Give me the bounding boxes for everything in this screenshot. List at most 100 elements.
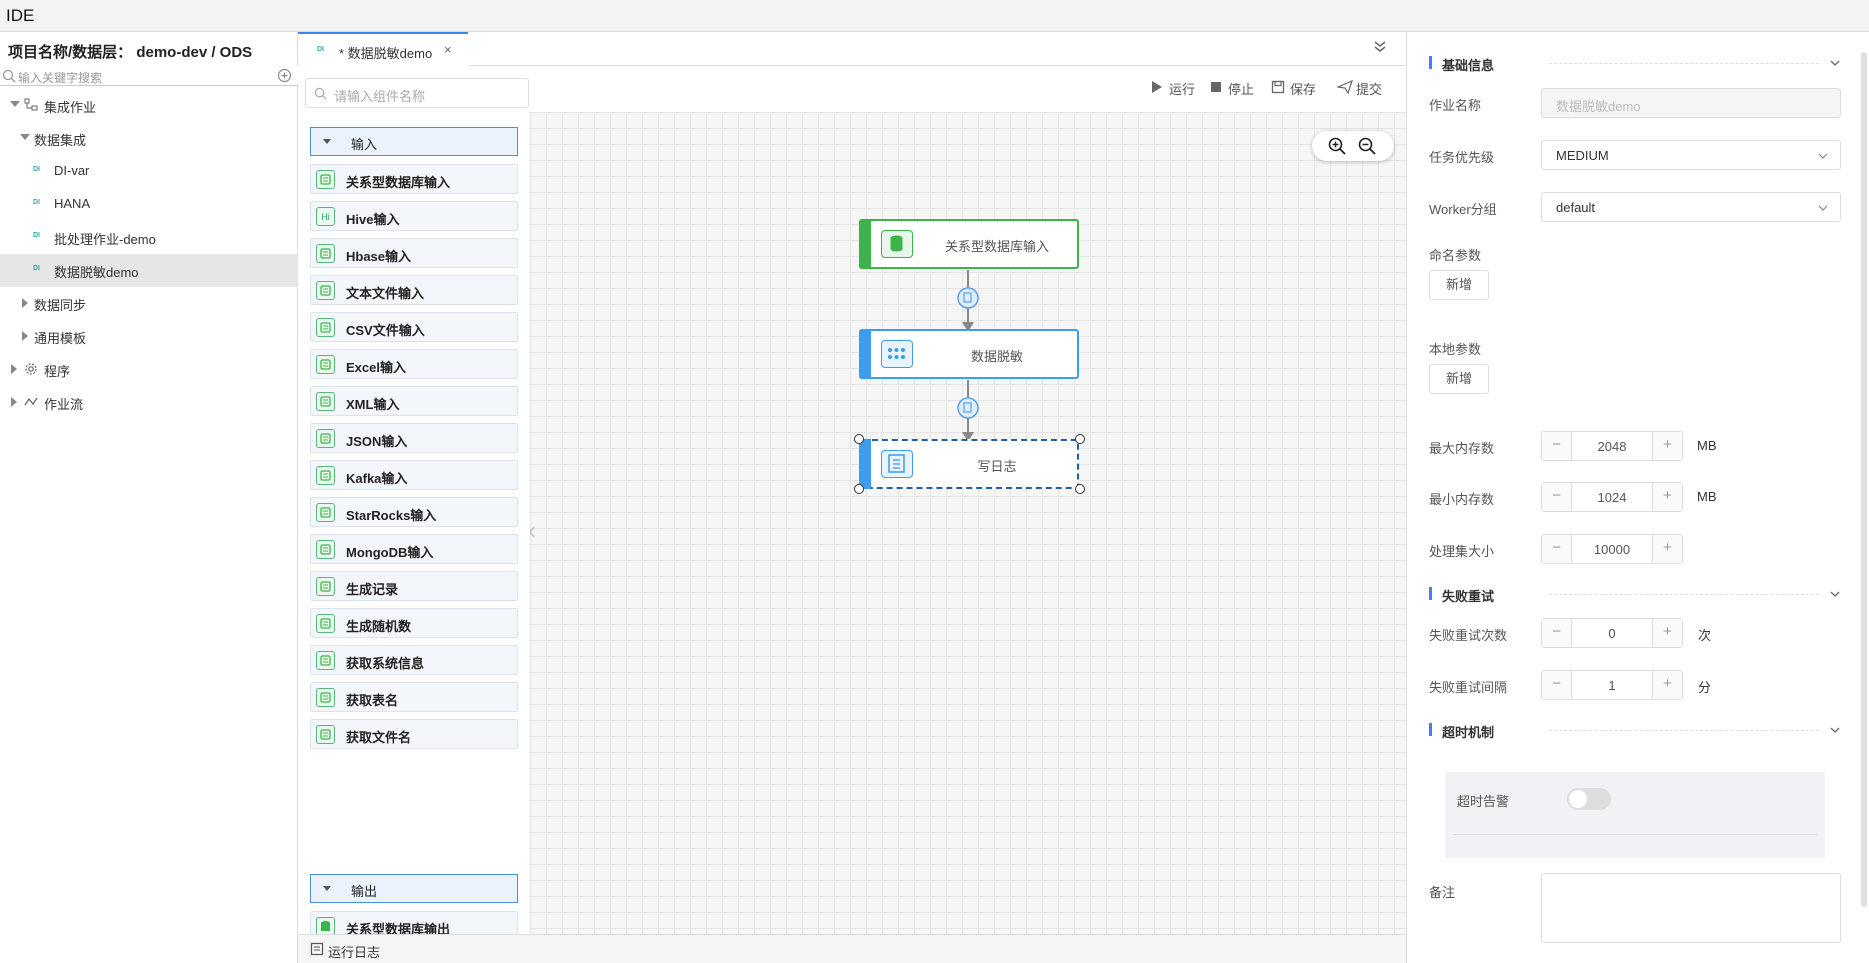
- component-item[interactable]: 文本文件输入: [310, 275, 518, 305]
- component-item[interactable]: 生成随机数: [310, 608, 518, 638]
- expand-arrow-icon[interactable]: [11, 397, 17, 407]
- component-item[interactable]: Kafka输入: [310, 460, 518, 490]
- resize-handle[interactable]: [1075, 434, 1085, 444]
- tree-item-programs[interactable]: 程序: [0, 353, 298, 386]
- component-item[interactable]: 关系型数据库输入: [310, 164, 518, 194]
- expand-arrow-icon[interactable]: [22, 331, 28, 341]
- tree-item-hana[interactable]: DI HANA: [0, 188, 298, 221]
- component-item[interactable]: JSON输入: [310, 423, 518, 453]
- bottom-bar: 运行日志: [298, 934, 1406, 963]
- tab-masking-demo[interactable]: DI * 数据脱敏demo ×: [298, 32, 468, 66]
- remark-textarea[interactable]: [1541, 873, 1841, 943]
- retry-interval-stepper[interactable]: − 1 +: [1541, 670, 1683, 700]
- flow-canvas[interactable]: 关系型数据库输入 数据脱敏 写日志: [530, 112, 1406, 934]
- node-write-log[interactable]: 写日志: [859, 439, 1079, 489]
- tree-item-integration-jobs[interactable]: 集成作业: [0, 89, 298, 122]
- decrement-button[interactable]: −: [1542, 619, 1572, 647]
- di-icon: DI: [33, 232, 40, 239]
- expand-arrow-icon[interactable]: [22, 298, 28, 308]
- resize-handle[interactable]: [1075, 484, 1085, 494]
- zoom-out-icon[interactable]: [1357, 136, 1377, 156]
- decrement-button[interactable]: −: [1542, 535, 1572, 563]
- title-bar: IDE: [0, 0, 1869, 32]
- component-item[interactable]: Excel输入: [310, 349, 518, 379]
- decrement-button[interactable]: −: [1542, 483, 1572, 511]
- increment-button[interactable]: +: [1652, 432, 1682, 460]
- increment-button[interactable]: +: [1652, 535, 1682, 563]
- max-memory-value[interactable]: 2048: [1572, 439, 1652, 454]
- tree-search-placeholder: 输入关键字搜索: [18, 69, 102, 86]
- component-item[interactable]: Hbase输入: [310, 238, 518, 268]
- expand-arrow-icon[interactable]: [11, 364, 17, 374]
- tree-item-workflow[interactable]: 作业流: [0, 386, 298, 419]
- retry-count-value[interactable]: 0: [1572, 626, 1652, 641]
- run-log-tab[interactable]: 运行日志: [328, 942, 380, 961]
- tree-search[interactable]: 输入关键字搜索: [0, 66, 298, 86]
- zoom-in-icon[interactable]: [1327, 136, 1347, 156]
- chevron-down-icon[interactable]: [1829, 724, 1841, 736]
- worker-group-select[interactable]: default: [1541, 192, 1841, 222]
- priority-select[interactable]: MEDIUM: [1541, 140, 1841, 170]
- component-item[interactable]: 生成记录: [310, 571, 518, 601]
- add-local-param-button[interactable]: 新增: [1429, 364, 1489, 394]
- section-retry[interactable]: 失败重试: [1429, 585, 1849, 605]
- local-params-label: 本地参数: [1429, 339, 1481, 358]
- section-timeout[interactable]: 超时机制: [1429, 721, 1849, 741]
- add-circle-icon[interactable]: [277, 68, 292, 83]
- min-memory-value[interactable]: 1024: [1572, 490, 1652, 505]
- increment-button[interactable]: +: [1652, 671, 1682, 699]
- increment-button[interactable]: +: [1652, 483, 1682, 511]
- batch-size-value[interactable]: 10000: [1572, 542, 1652, 557]
- csv-icon: [316, 318, 335, 337]
- node-accent-bar: [859, 219, 871, 269]
- retry-count-stepper[interactable]: − 0 +: [1541, 618, 1683, 648]
- workflow-icon: [24, 395, 38, 409]
- component-item[interactable]: 获取表名: [310, 682, 518, 712]
- component-item[interactable]: 获取文件名: [310, 719, 518, 749]
- resize-handle[interactable]: [854, 484, 864, 494]
- expand-arrow-icon[interactable]: [10, 101, 20, 107]
- component-item[interactable]: CSV文件输入: [310, 312, 518, 342]
- decrement-button[interactable]: −: [1542, 432, 1572, 460]
- component-item[interactable]: MongoDB输入: [310, 534, 518, 564]
- tree-item-batch-demo[interactable]: DI 批处理作业-demo: [0, 221, 298, 254]
- max-memory-stepper[interactable]: − 2048 +: [1541, 431, 1683, 461]
- group-input[interactable]: 输入: [310, 127, 518, 156]
- component-label: 文本文件输入: [346, 283, 424, 302]
- timeout-alert-toggle[interactable]: [1567, 788, 1611, 810]
- close-icon[interactable]: ×: [444, 42, 452, 57]
- batch-size-stepper[interactable]: − 10000 +: [1541, 534, 1683, 564]
- retry-interval-value[interactable]: 1: [1572, 678, 1652, 693]
- section-marker: [1429, 723, 1432, 736]
- decrement-button[interactable]: −: [1542, 671, 1572, 699]
- tree-item-data-sync[interactable]: 数据同步: [0, 287, 298, 320]
- component-item[interactable]: XML输入: [310, 386, 518, 416]
- node-data-masking[interactable]: 数据脱敏: [859, 329, 1079, 379]
- record-icon: [316, 577, 335, 596]
- chevron-down-icon[interactable]: [1829, 57, 1841, 69]
- node-db-input[interactable]: 关系型数据库输入: [859, 219, 1079, 269]
- tree-item-templates[interactable]: 通用模板: [0, 320, 298, 353]
- job-name-input[interactable]: 数据脱敏demo: [1541, 88, 1841, 118]
- component-db-output[interactable]: 关系型数据库输出: [310, 911, 518, 934]
- tree-item-data-integration[interactable]: 数据集成: [0, 122, 298, 155]
- tree-item-masking-demo[interactable]: DI 数据脱敏demo: [0, 254, 298, 287]
- chevron-down-icon[interactable]: [1829, 588, 1841, 600]
- scrollbar[interactable]: [1861, 52, 1867, 907]
- resize-handle[interactable]: [854, 434, 864, 444]
- add-named-param-button[interactable]: 新增: [1429, 270, 1489, 300]
- group-output[interactable]: 输出: [310, 874, 518, 903]
- component-item[interactable]: 获取系统信息: [310, 645, 518, 675]
- mongodb-icon: [316, 540, 335, 559]
- remark-label: 备注: [1429, 882, 1455, 901]
- double-chevron-down-icon[interactable]: [1372, 38, 1388, 54]
- component-label: 获取文件名: [346, 727, 411, 746]
- section-basic-info[interactable]: 基础信息: [1429, 54, 1849, 74]
- expand-arrow-icon[interactable]: [20, 134, 30, 140]
- component-search-input[interactable]: 请输入组件名称: [305, 78, 529, 108]
- increment-button[interactable]: +: [1652, 619, 1682, 647]
- tree-item-di-var[interactable]: DI DI-var: [0, 155, 298, 188]
- min-memory-stepper[interactable]: − 1024 +: [1541, 482, 1683, 512]
- component-item[interactable]: HiHive输入: [310, 201, 518, 231]
- component-item[interactable]: StarRocks输入: [310, 497, 518, 527]
